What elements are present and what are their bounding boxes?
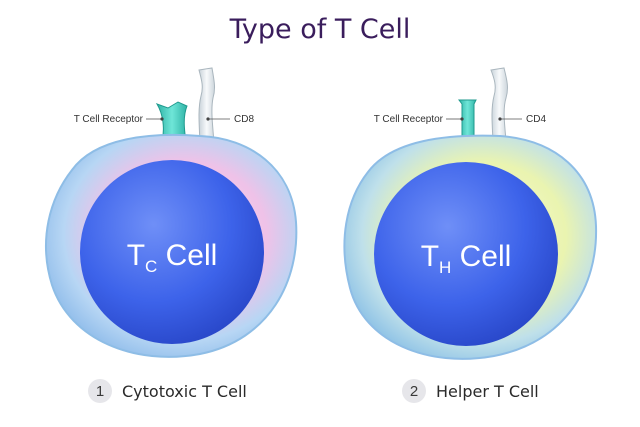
cd4-coreceptor: [490, 67, 508, 142]
caption-helper: 2 Helper T Cell: [402, 378, 539, 404]
cd8-leader-dot: [206, 117, 210, 121]
caption-cytotoxic: 1 Cytotoxic T Cell: [88, 378, 247, 404]
cell-name-sub-2: H: [439, 258, 451, 277]
nucleus-2: [374, 162, 558, 346]
helper-t-cell: T Cell Receptor CD4 TH Cell: [343, 67, 598, 360]
receptor-label-1: T Cell Receptor: [74, 114, 144, 125]
receptor-leader-dot-2: [460, 117, 464, 121]
nucleus-1: [80, 160, 264, 344]
cell-name-rest-1: Cell: [157, 239, 217, 272]
cell-name-main-2: T: [421, 240, 439, 273]
cell-name-main-1: T: [127, 239, 145, 272]
cell-name-2: TH Cell: [421, 240, 512, 277]
cell-name-sub-1: C: [145, 257, 157, 276]
cd4-label: CD4: [526, 114, 546, 125]
cell-name-1: TC Cell: [127, 239, 218, 276]
receptor-leader-dot-1: [160, 117, 164, 121]
caption-number-2: 2: [402, 379, 426, 403]
cd4-leader-dot: [498, 117, 502, 121]
cell-name-rest-2: Cell: [451, 240, 511, 273]
page-title: Type of T Cell: [229, 14, 411, 45]
cd8-label: CD8: [234, 114, 254, 125]
cytotoxic-t-cell: T Cell Receptor CD8 TC Cell: [45, 67, 298, 358]
caption-text-2: Helper T Cell: [436, 381, 539, 401]
caption-text-1: Cytotoxic T Cell: [122, 381, 247, 401]
caption-number-1: 1: [88, 379, 112, 403]
receptor-label-2: T Cell Receptor: [374, 114, 444, 125]
cd8-coreceptor: [198, 67, 216, 144]
